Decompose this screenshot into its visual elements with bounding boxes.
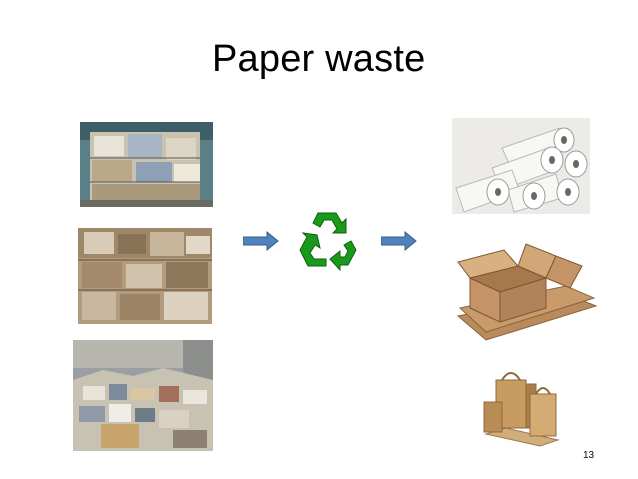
cardboard-boxes-photo	[456, 238, 598, 344]
paper-bags-photo	[480, 362, 562, 450]
recycle-icon	[296, 207, 360, 272]
paper-rolls-photo	[452, 118, 590, 214]
arrow-right-icon	[380, 230, 417, 252]
waste-bales-photo	[80, 122, 213, 207]
slide-title: Paper waste	[212, 38, 426, 80]
paper-waste-pile-photo	[73, 340, 213, 451]
arrow-right-icon	[242, 230, 279, 252]
page-number: 13	[583, 450, 595, 461]
cardboard-bales-photo	[78, 228, 212, 324]
